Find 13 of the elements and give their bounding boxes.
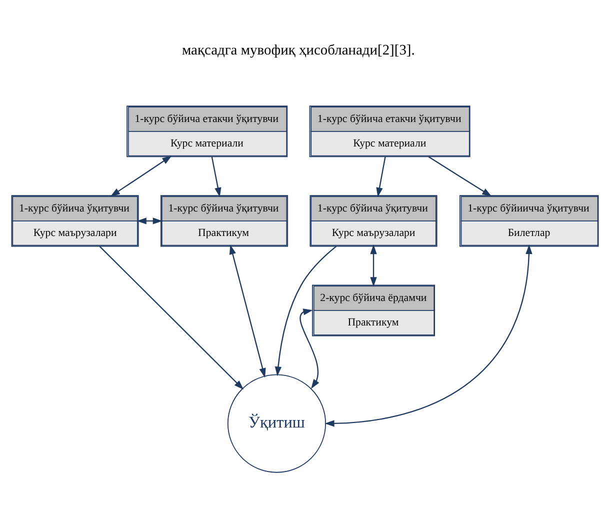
arrow — [274, 246, 337, 376]
arrow — [370, 244, 377, 287]
label: мақсадга мувофиқ ҳисобланади[2][3]. — [182, 42, 415, 58]
arrow — [211, 156, 222, 198]
arrow — [229, 244, 266, 378]
arrow — [376, 156, 386, 198]
node-circle: Ўқитиш — [227, 374, 326, 473]
arrow — [300, 308, 320, 389]
arrow — [136, 218, 162, 224]
arrow — [428, 156, 492, 197]
arrow — [324, 244, 532, 427]
arrow — [110, 156, 172, 197]
arrow — [99, 246, 244, 390]
